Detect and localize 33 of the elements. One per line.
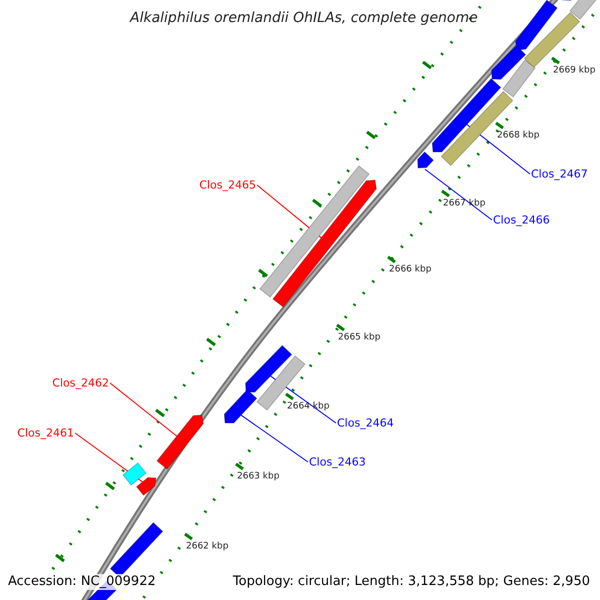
gene-label: Clos_2464 bbox=[337, 416, 394, 430]
gene-label: Clos_2467 bbox=[531, 168, 588, 180]
gene-bar bbox=[122, 462, 147, 486]
tick-label: 2662 kbp bbox=[186, 542, 228, 552]
accession-note: Accession: NC_009922 bbox=[8, 574, 156, 590]
gene-label: Clos_2463 bbox=[309, 456, 366, 468]
gene-bar bbox=[224, 389, 258, 424]
leader-line bbox=[424, 168, 492, 220]
title: Alkaliphilus oremlandii OhILAs, complete genome bbox=[130, 9, 478, 28]
tick-label: 2663 kbp bbox=[237, 472, 280, 482]
gene-bar bbox=[515, 0, 558, 50]
gene-bar bbox=[272, 180, 377, 308]
tick-label: 2668 kbp bbox=[497, 130, 540, 142]
gene-bar bbox=[136, 477, 156, 496]
genome-summary: Topology: circular; Length: 3,123,558 bp; Genes: 2,950 bbox=[232, 574, 590, 590]
tick-label: 2664 kbp bbox=[287, 402, 330, 412]
gene-bar bbox=[417, 151, 434, 168]
gene-label: Clos_2462 bbox=[52, 376, 109, 390]
gene-bar bbox=[502, 60, 536, 98]
tick-label: 2669 kbp bbox=[553, 66, 596, 76]
gene-bar bbox=[259, 165, 370, 298]
leader-line bbox=[110, 382, 178, 437]
gene-label: Clos_2461 bbox=[17, 426, 74, 440]
leader-line bbox=[74, 432, 143, 482]
tick-label: 2666 kbp bbox=[389, 264, 432, 276]
gene-bar bbox=[491, 44, 526, 80]
tick-label: 2667 kbp bbox=[443, 198, 486, 210]
leader-line bbox=[240, 414, 308, 462]
tick-label: 2665 kbp bbox=[338, 332, 380, 344]
gene-bar bbox=[245, 344, 292, 393]
gene-bar bbox=[156, 414, 204, 470]
gene-label: Clos_2466 bbox=[493, 214, 550, 226]
gene-label: Clos_2465 bbox=[199, 178, 256, 192]
